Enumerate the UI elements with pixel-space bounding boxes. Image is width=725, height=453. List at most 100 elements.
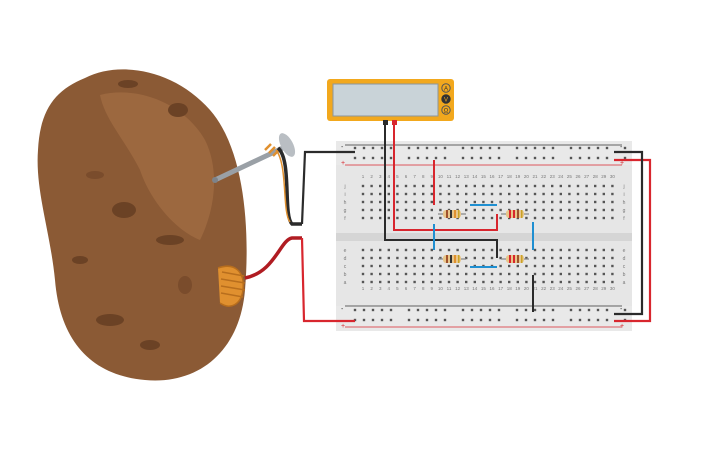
- breadboard-hole[interactable]: [379, 280, 382, 284]
- breadboard-hole[interactable]: [387, 216, 390, 220]
- breadboard-hole[interactable]: [551, 256, 554, 260]
- breadboard-hole[interactable]: [497, 156, 501, 160]
- breadboard-hole[interactable]: [602, 256, 605, 260]
- breadboard-hole[interactable]: [413, 208, 416, 212]
- breadboard-hole[interactable]: [508, 184, 511, 188]
- breadboard-hole[interactable]: [361, 216, 365, 220]
- breadboard-hole[interactable]: [404, 272, 408, 276]
- breadboard-hole[interactable]: [387, 200, 390, 204]
- breadboard-hole[interactable]: [425, 308, 429, 312]
- breadboard-hole[interactable]: [585, 272, 588, 276]
- breadboard-hole[interactable]: [362, 156, 366, 160]
- breadboard-hole[interactable]: [508, 192, 511, 196]
- breadboard-hole[interactable]: [568, 208, 571, 212]
- breadboard-hole[interactable]: [602, 208, 605, 212]
- breadboard-hole[interactable]: [416, 318, 420, 322]
- breadboard-hole[interactable]: [551, 184, 554, 188]
- breadboard-hole[interactable]: [569, 318, 573, 322]
- breadboard-hole[interactable]: [568, 200, 571, 204]
- breadboard-hole[interactable]: [404, 208, 408, 212]
- breadboard-hole[interactable]: [404, 216, 408, 220]
- breadboard-hole[interactable]: [439, 184, 442, 188]
- breadboard-hole[interactable]: [542, 200, 545, 204]
- multimeter[interactable]: A V Ω: [327, 79, 454, 125]
- breadboard-hole[interactable]: [479, 318, 483, 322]
- breadboard-hole[interactable]: [413, 184, 416, 188]
- breadboard-hole[interactable]: [447, 184, 451, 188]
- breadboard-hole[interactable]: [611, 248, 614, 252]
- breadboard-hole[interactable]: [370, 248, 373, 252]
- breadboard-hole[interactable]: [551, 308, 555, 312]
- breadboard-hole[interactable]: [439, 192, 442, 196]
- breadboard-hole[interactable]: [361, 192, 365, 196]
- wire-probe-red[interactable]: [393, 124, 498, 231]
- breadboard-hole[interactable]: [569, 156, 573, 160]
- breadboard-hole[interactable]: [482, 184, 485, 188]
- breadboard-hole[interactable]: [456, 192, 459, 196]
- breadboard-hole[interactable]: [482, 280, 485, 284]
- breadboard-hole[interactable]: [587, 318, 591, 322]
- breadboard-hole[interactable]: [413, 248, 416, 252]
- breadboard-hole[interactable]: [404, 248, 408, 252]
- breadboard-hole[interactable]: [542, 156, 546, 160]
- breadboard-hole[interactable]: [447, 192, 451, 196]
- breadboard-hole[interactable]: [533, 216, 537, 220]
- breadboard-hole[interactable]: [413, 256, 416, 260]
- breadboard-hole[interactable]: [516, 248, 519, 252]
- breadboard-hole[interactable]: [602, 216, 605, 220]
- breadboard-hole[interactable]: [430, 208, 433, 212]
- breadboard-hole[interactable]: [594, 208, 597, 212]
- breadboard-hole[interactable]: [559, 208, 562, 212]
- breadboard-hole[interactable]: [379, 208, 382, 212]
- breadboard-hole[interactable]: [602, 192, 605, 196]
- breadboard-hole[interactable]: [434, 146, 438, 150]
- breadboard-hole[interactable]: [542, 248, 545, 252]
- breadboard-hole[interactable]: [533, 280, 537, 284]
- breadboard-hole[interactable]: [578, 318, 582, 322]
- breadboard-hole[interactable]: [551, 156, 555, 160]
- breadboard-hole[interactable]: [488, 318, 492, 322]
- breadboard-hole[interactable]: [576, 208, 580, 212]
- breadboard-hole[interactable]: [473, 216, 476, 220]
- breadboard-hole[interactable]: [416, 146, 420, 150]
- breadboard-hole[interactable]: [559, 256, 562, 260]
- breadboard-hole[interactable]: [404, 264, 408, 268]
- breadboard-hole[interactable]: [596, 146, 600, 150]
- breadboard-hole[interactable]: [413, 200, 416, 204]
- breadboard-hole[interactable]: [525, 248, 528, 252]
- breadboard-hole[interactable]: [533, 156, 537, 160]
- breadboard-hole[interactable]: [361, 272, 365, 276]
- breadboard-hole[interactable]: [594, 264, 597, 268]
- breadboard-hole[interactable]: [430, 216, 433, 220]
- breadboard-hole[interactable]: [422, 184, 425, 188]
- breadboard-hole[interactable]: [542, 272, 545, 276]
- breadboard-hole[interactable]: [439, 272, 442, 276]
- breadboard-hole[interactable]: [396, 272, 399, 276]
- breadboard-hole[interactable]: [499, 272, 502, 276]
- resistor[interactable]: [501, 255, 529, 263]
- breadboard-hole[interactable]: [470, 318, 474, 322]
- breadboard-hole[interactable]: [362, 318, 366, 322]
- breadboard-hole[interactable]: [605, 308, 609, 312]
- breadboard-hole[interactable]: [361, 264, 365, 268]
- breadboard-hole[interactable]: [551, 146, 555, 150]
- breadboard-hole[interactable]: [404, 200, 408, 204]
- breadboard-hole[interactable]: [559, 200, 562, 204]
- breadboard-hole[interactable]: [456, 248, 459, 252]
- breadboard-hole[interactable]: [611, 208, 614, 212]
- breadboard-hole[interactable]: [596, 156, 600, 160]
- breadboard-hole[interactable]: [407, 156, 411, 160]
- breadboard-hole[interactable]: [542, 264, 545, 268]
- resistor[interactable]: [501, 210, 529, 218]
- mode-button-ohm[interactable]: Ω: [441, 105, 451, 115]
- breadboard-hole[interactable]: [473, 272, 476, 276]
- breadboard-hole[interactable]: [542, 184, 545, 188]
- breadboard-hole[interactable]: [379, 264, 382, 268]
- breadboard-hole[interactable]: [387, 256, 390, 260]
- breadboard-hole[interactable]: [576, 192, 580, 196]
- breadboard-hole[interactable]: [490, 184, 494, 188]
- breadboard-hole[interactable]: [515, 318, 519, 322]
- breadboard-hole[interactable]: [370, 208, 373, 212]
- breadboard-hole[interactable]: [473, 256, 476, 260]
